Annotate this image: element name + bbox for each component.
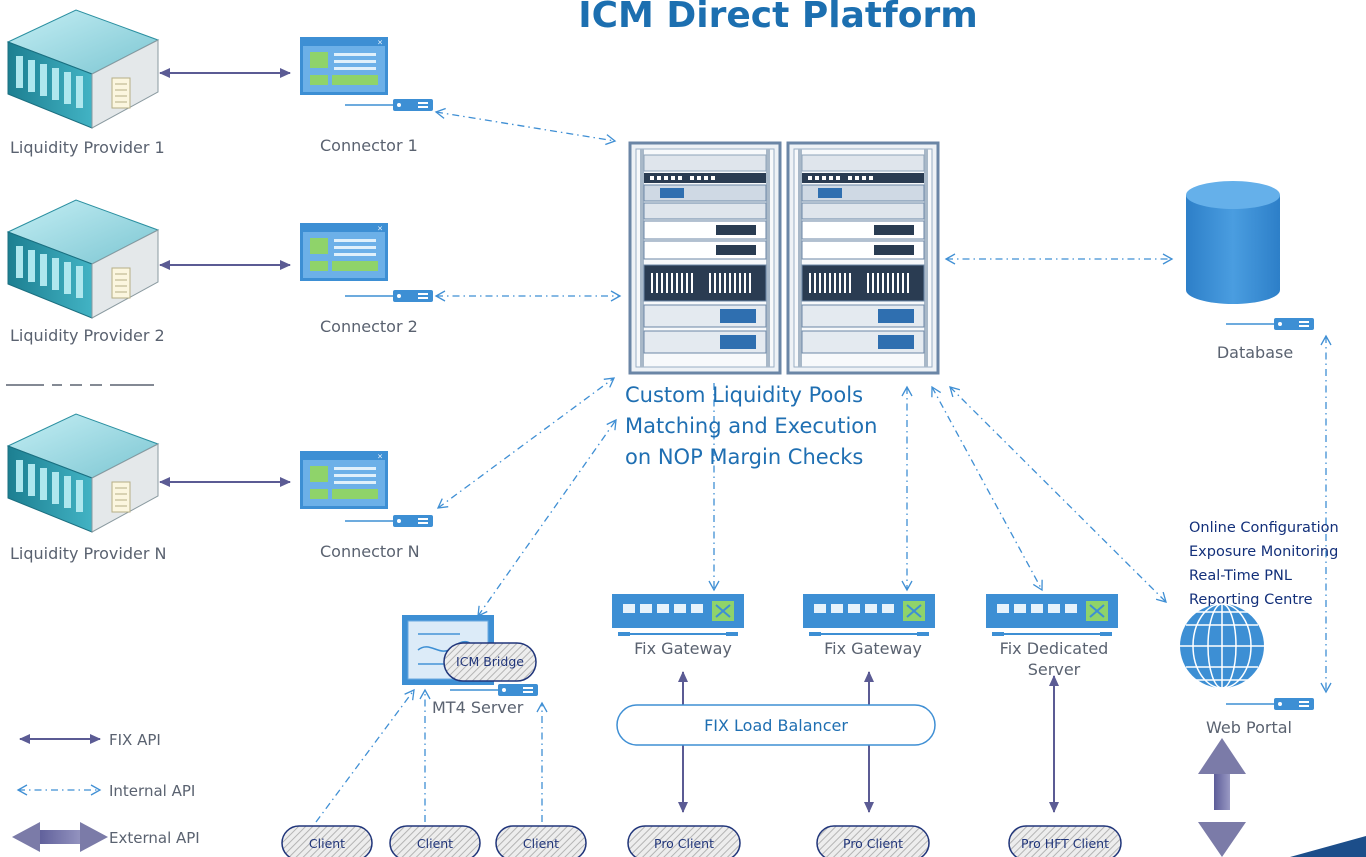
- server-cabinet-icon: [786, 141, 940, 375]
- fix-load-balancer: FIX Load Balancer: [616, 704, 936, 746]
- bridge-label: ICM Bridge: [456, 654, 524, 669]
- core-description: Custom Liquidity Pools Matching and Exec…: [625, 383, 877, 469]
- portal-feature: Real-Time PNL: [1189, 568, 1292, 584]
- core-line-3: on NOP Margin Checks: [625, 445, 863, 469]
- gateway-label: Fix Gateway: [824, 639, 922, 658]
- gateway-label: Fix Gateway: [634, 639, 732, 658]
- mt4-server-label: MT4 Server: [432, 698, 524, 717]
- network-switch-icon: [985, 593, 1119, 637]
- client-label: Client: [523, 836, 559, 851]
- legend-internal-label: Internal API: [109, 782, 195, 800]
- web-portal: Online Configuration Exposure Monitoring…: [1180, 520, 1339, 857]
- client-list: Client Client Client Pro Client Pro Clie…: [281, 825, 1122, 857]
- provider-label: Liquidity Provider 1: [10, 138, 165, 157]
- core-line-2: Matching and Execution: [625, 414, 877, 438]
- internal-connections: [315, 107, 1332, 823]
- client-label: Pro Client: [654, 836, 714, 851]
- network-switch-icon: [802, 593, 936, 637]
- connector-2: Connector 2: [300, 223, 434, 336]
- load-balancer-label: FIX Load Balancer: [704, 716, 848, 735]
- external-api-arrow: [1198, 738, 1246, 857]
- fix-gateway-1: Fix Gateway: [611, 593, 745, 658]
- diagram-title: ICM Direct Platform: [578, 0, 978, 36]
- client-pill: Pro Client: [816, 825, 930, 857]
- client-pill: Pro HFT Client: [1008, 825, 1122, 857]
- connector-1: Connector 1: [300, 37, 434, 155]
- fix-gateway-2: Fix Gateway: [802, 593, 936, 658]
- server-rack-icon: [7, 199, 159, 319]
- client-pill: Client: [281, 825, 373, 857]
- legend-external: External API: [12, 822, 200, 852]
- client-label: Pro Client: [843, 836, 903, 851]
- legend-fix: FIX API: [19, 731, 161, 749]
- network-switch-icon: [611, 593, 745, 637]
- client-label: Client: [417, 836, 453, 851]
- corner-decoration: [1290, 836, 1366, 857]
- provider-label: Liquidity Provider N: [10, 544, 166, 563]
- network-card-icon: [1225, 697, 1315, 711]
- connector-label: Connector N: [320, 542, 420, 561]
- connector-label: Connector 2: [320, 317, 418, 336]
- database-icon: [1186, 181, 1280, 304]
- gateway-label: Server: [1028, 660, 1081, 679]
- icm-bridge-badge: ICM Bridge: [443, 642, 537, 682]
- network-card-icon: [449, 683, 539, 697]
- client-pill: Client: [495, 825, 587, 857]
- liquidity-provider-n: Liquidity Provider N: [7, 413, 166, 563]
- core-line-1: Custom Liquidity Pools: [625, 383, 863, 407]
- network-card-icon: [1225, 317, 1315, 331]
- web-portal-label: Web Portal: [1206, 718, 1292, 737]
- server-rack-icon: [7, 9, 159, 129]
- server-cabinet-icon: [628, 141, 782, 375]
- network-card-icon: [344, 514, 434, 528]
- server-rack-icon: [7, 413, 159, 533]
- client-label: Pro HFT Client: [1021, 836, 1109, 851]
- legend-fix-label: FIX API: [109, 731, 161, 749]
- portal-feature: Online Configuration: [1189, 520, 1339, 536]
- window-icon: [300, 37, 388, 95]
- legend-internal: Internal API: [16, 782, 195, 800]
- database: Database: [1186, 181, 1315, 362]
- legend-external-label: External API: [109, 829, 200, 847]
- portal-feature: Exposure Monitoring: [1189, 544, 1338, 560]
- globe-icon: [1180, 603, 1264, 689]
- network-card-icon: [344, 289, 434, 303]
- client-pill: Pro Client: [627, 825, 741, 857]
- mt4-server: ICM Bridge MT4 Server: [402, 615, 539, 717]
- legend: FIX API Internal API External API: [12, 731, 200, 852]
- window-icon: [300, 451, 388, 509]
- database-label: Database: [1217, 343, 1293, 362]
- connector-n: Connector N: [300, 451, 434, 561]
- client-pill: Client: [389, 825, 481, 857]
- portal-feature: Reporting Centre: [1189, 592, 1313, 608]
- liquidity-provider-1: Liquidity Provider 1: [7, 9, 165, 157]
- client-label: Client: [309, 836, 345, 851]
- network-card-icon: [344, 98, 434, 112]
- window-icon: [300, 223, 388, 281]
- fix-dedicated-server: Fix Dedicated Server: [985, 593, 1119, 679]
- core-server-cabinet: [628, 141, 940, 375]
- provider-label: Liquidity Provider 2: [10, 326, 165, 345]
- fix-connections: [159, 68, 1059, 813]
- liquidity-provider-2: Liquidity Provider 2: [7, 199, 165, 345]
- connector-label: Connector 1: [320, 136, 418, 155]
- gateway-label: Fix Dedicated: [1000, 639, 1109, 658]
